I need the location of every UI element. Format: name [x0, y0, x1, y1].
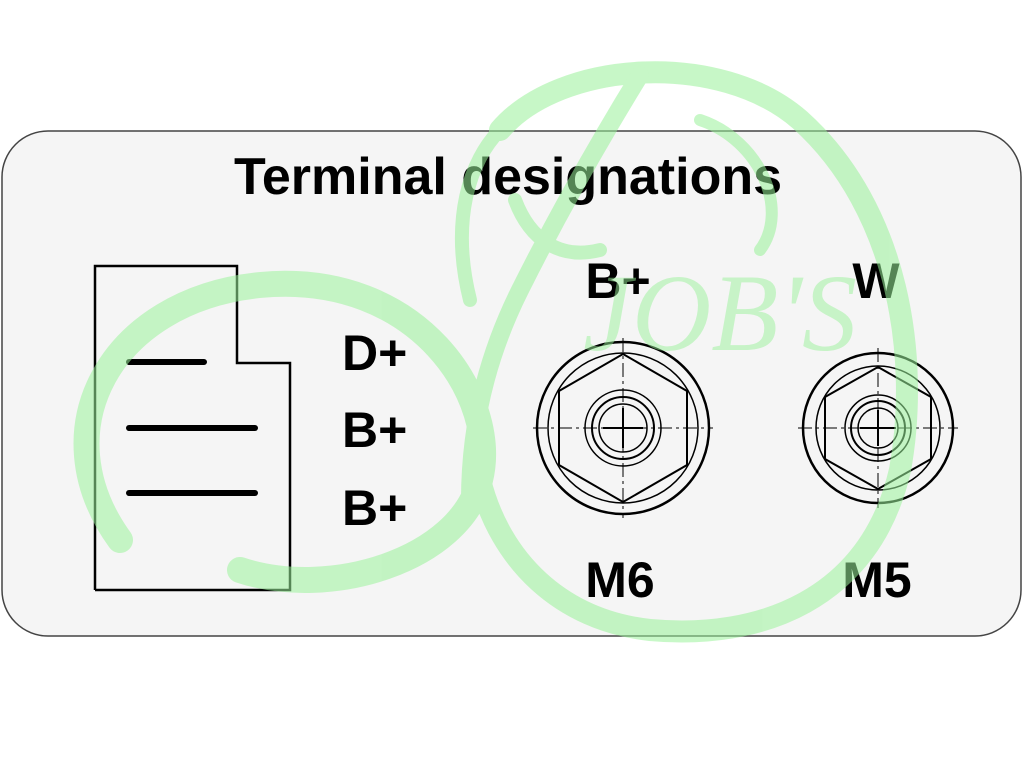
plug-pins — [126, 359, 258, 496]
terminal-nut-m5 — [798, 348, 958, 508]
plug-label-b-plus-1: B+ — [342, 402, 407, 458]
diagram-title: Terminal designations — [234, 148, 782, 206]
watermark-text: JOB'S — [583, 252, 857, 374]
plug-label-b-plus-2: B+ — [342, 480, 407, 536]
watermark-logo — [73, 61, 918, 643]
terminal-nut-m6 — [533, 338, 713, 518]
plug-label-d-plus: D+ — [342, 325, 407, 381]
terminal-1-label: B+ — [585, 253, 650, 309]
terminal-1-thread: M6 — [585, 552, 654, 608]
